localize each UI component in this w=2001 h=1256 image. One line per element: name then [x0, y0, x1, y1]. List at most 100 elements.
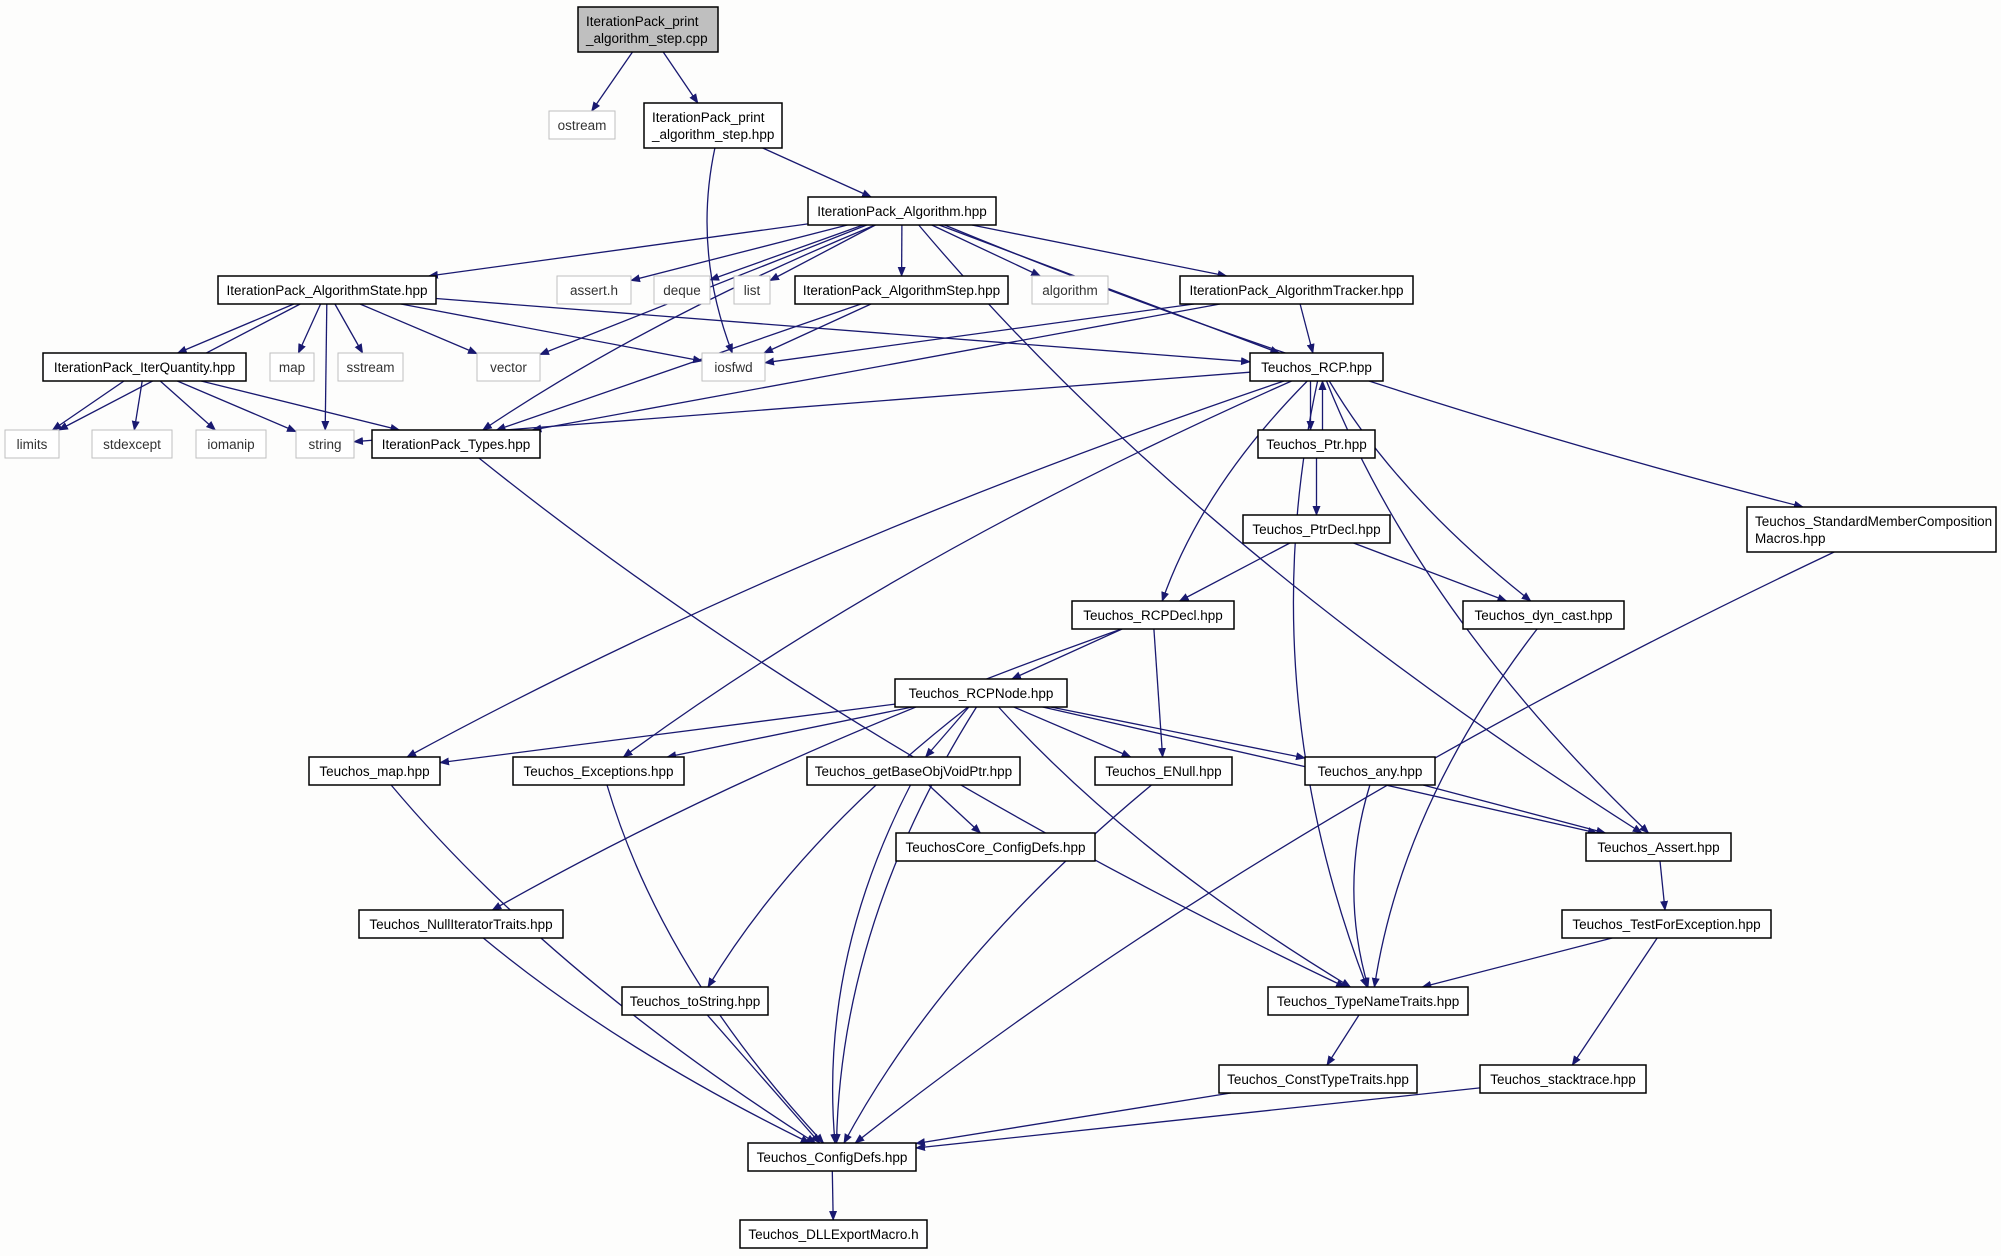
node-box-sstream	[337, 352, 404, 382]
node-list: list	[733, 275, 771, 305]
node-box-types	[371, 429, 541, 459]
node-iterquantity[interactable]: IterationPack_IterQuantity.hpp	[42, 352, 247, 382]
edge-rcpdecl-to-enull	[1153, 628, 1166, 758]
node-consttype[interactable]: Teuchos_ConstTypeTraits.hpp	[1218, 1064, 1418, 1094]
node-enull[interactable]: Teuchos_ENull.hpp	[1094, 756, 1233, 786]
node-label-algtracker: IterationPack_AlgorithmTracker.hpp	[1189, 283, 1403, 298]
node-box-dyncast	[1462, 600, 1625, 630]
node-map: map	[269, 352, 315, 382]
node-ostream: ostream	[548, 110, 616, 140]
edge-algorithm_hpp-to-types	[481, 224, 876, 431]
node-algstate[interactable]: IterationPack_AlgorithmState.hpp	[217, 275, 437, 305]
node-box-iomanip	[195, 429, 267, 459]
node-label-algstate: IterationPack_AlgorithmState.hpp	[226, 283, 427, 298]
edge-rcpnode-to-typename	[998, 706, 1352, 988]
edge-getbase-to-configdefs	[830, 784, 912, 1144]
node-deque: deque	[653, 275, 711, 305]
node-limits: limits	[4, 429, 60, 459]
node-rcpnode[interactable]: Teuchos_RCPNode.hpp	[894, 678, 1068, 708]
node-box-rcpdecl	[1071, 600, 1235, 630]
node-tmap[interactable]: Teuchos_map.hpp	[308, 756, 441, 786]
node-root[interactable]: IterationPack_print_algorithm_step.cpp	[577, 6, 719, 53]
edge-algorithm_hpp-to-list	[769, 224, 876, 282]
edge-rcp-to-typename	[1292, 380, 1368, 988]
node-algorithm_hpp[interactable]: IterationPack_Algorithm.hpp	[807, 196, 997, 226]
node-label-stdexcept: stdexcept	[103, 437, 161, 452]
node-tostring[interactable]: Teuchos_toString.hpp	[621, 986, 769, 1016]
edge-algstep-to-iosfwd	[763, 303, 872, 354]
edge-any-to-typename	[1353, 784, 1371, 988]
node-label-algorithm_hpp: IterationPack_Algorithm.hpp	[817, 204, 987, 219]
node-dllexport[interactable]: Teuchos_DLLExportMacro.h	[739, 1219, 928, 1249]
node-box-stacktrace	[1479, 1064, 1647, 1094]
node-ptrdecl[interactable]: Teuchos_PtrDecl.hpp	[1242, 514, 1391, 544]
node-box-string	[295, 429, 355, 459]
edges-layer	[51, 51, 1835, 1221]
node-rcp[interactable]: Teuchos_RCP.hpp	[1249, 352, 1384, 382]
edge-root-to-ostream	[591, 51, 634, 112]
edge-testforexc-to-typename	[1421, 937, 1613, 989]
node-stacktrace[interactable]: Teuchos_stacktrace.hpp	[1479, 1064, 1647, 1094]
node-label-iomanip: iomanip	[207, 437, 254, 452]
node-box-vector	[476, 352, 541, 382]
node-label-print_hpp-line-1: _algorithm_step.hpp	[651, 127, 774, 142]
node-label-map: map	[279, 360, 305, 375]
edge-algorithm_hpp-to-algorithm	[931, 224, 1042, 277]
node-string: string	[295, 429, 355, 459]
node-stdexcept: stdexcept	[91, 429, 173, 459]
node-box-algstate	[217, 275, 437, 305]
node-any[interactable]: Teuchos_any.hpp	[1304, 756, 1436, 786]
edge-rcpnode-to-any	[1050, 706, 1306, 761]
node-box-typename	[1267, 986, 1469, 1016]
edge-rcp-to-rcpdecl	[1161, 380, 1308, 602]
node-label-coreconfig: TeuchosCore_ConfigDefs.hpp	[905, 840, 1085, 855]
node-dyncast[interactable]: Teuchos_dyn_cast.hpp	[1462, 600, 1625, 630]
edge-algorithm_hpp-to-tassert	[918, 224, 1643, 834]
node-algstep[interactable]: IterationPack_AlgorithmStep.hpp	[794, 275, 1009, 305]
node-ptr[interactable]: Teuchos_Ptr.hpp	[1257, 429, 1376, 459]
edge-stacktrace-to-configdefs	[915, 1087, 1481, 1152]
edge-nulliter-to-configdefs	[482, 937, 811, 1144]
node-label-any: Teuchos_any.hpp	[1318, 764, 1423, 779]
edge-algstate-to-iterquantity	[176, 303, 295, 354]
node-label-exceptions: Teuchos_Exceptions.hpp	[523, 764, 673, 779]
node-label-stdmember-line-1: Macros.hpp	[1755, 531, 1826, 546]
node-exceptions[interactable]: Teuchos_Exceptions.hpp	[512, 756, 685, 786]
node-sstream: sstream	[337, 352, 404, 382]
edge-rcp-to-exceptions	[622, 380, 1292, 758]
node-label-deque: deque	[663, 283, 701, 298]
node-algtracker[interactable]: IterationPack_AlgorithmTracker.hpp	[1179, 275, 1414, 305]
node-tassert[interactable]: Teuchos_Assert.hpp	[1585, 832, 1732, 862]
node-label-stacktrace: Teuchos_stacktrace.hpp	[1490, 1072, 1636, 1087]
node-label-algstep: IterationPack_AlgorithmStep.hpp	[803, 283, 1000, 298]
node-testforexc[interactable]: Teuchos_TestForException.hpp	[1561, 909, 1772, 939]
node-vector: vector	[476, 352, 541, 382]
edge-testforexc-to-stacktrace	[1571, 937, 1658, 1066]
node-box-rcpnode	[894, 678, 1068, 708]
node-box-map	[269, 352, 315, 382]
node-coreconfig[interactable]: TeuchosCore_ConfigDefs.hpp	[895, 832, 1096, 862]
node-nulliter[interactable]: Teuchos_NullIteratorTraits.hpp	[358, 909, 564, 939]
node-stdmember[interactable]: Teuchos_StandardMemberCompositionMacros.…	[1746, 506, 1997, 553]
node-box-coreconfig	[895, 832, 1096, 862]
node-box-nulliter	[358, 909, 564, 939]
node-box-algorithm	[1031, 275, 1109, 305]
edge-algstate-to-iosfwd	[400, 303, 703, 364]
node-rcpdecl[interactable]: Teuchos_RCPDecl.hpp	[1071, 600, 1235, 630]
edge-algstep-to-types	[495, 303, 862, 431]
node-iosfwd: iosfwd	[701, 352, 766, 382]
edge-configdefs-to-dllexport	[829, 1170, 838, 1221]
node-label-consttype: Teuchos_ConstTypeTraits.hpp	[1227, 1072, 1409, 1087]
node-label-stdmember-line-0: Teuchos_StandardMemberComposition	[1755, 514, 1992, 529]
nodes-layer: IterationPack_print_algorithm_step.cppos…	[4, 6, 1997, 1249]
node-typename[interactable]: Teuchos_TypeNameTraits.hpp	[1267, 986, 1469, 1016]
node-configdefs[interactable]: Teuchos_ConfigDefs.hpp	[747, 1142, 917, 1172]
edge-algstate-to-sstream	[334, 303, 364, 354]
node-label-typename: Teuchos_TypeNameTraits.hpp	[1277, 994, 1460, 1009]
node-getbase[interactable]: Teuchos_getBaseObjVoidPtr.hpp	[806, 756, 1021, 786]
edge-algorithm_hpp-to-algstate	[427, 223, 809, 279]
node-types[interactable]: IterationPack_Types.hpp	[371, 429, 541, 459]
edge-dyncast-to-typename	[1371, 628, 1538, 988]
node-print_hpp[interactable]: IterationPack_print_algorithm_step.hpp	[643, 102, 783, 149]
